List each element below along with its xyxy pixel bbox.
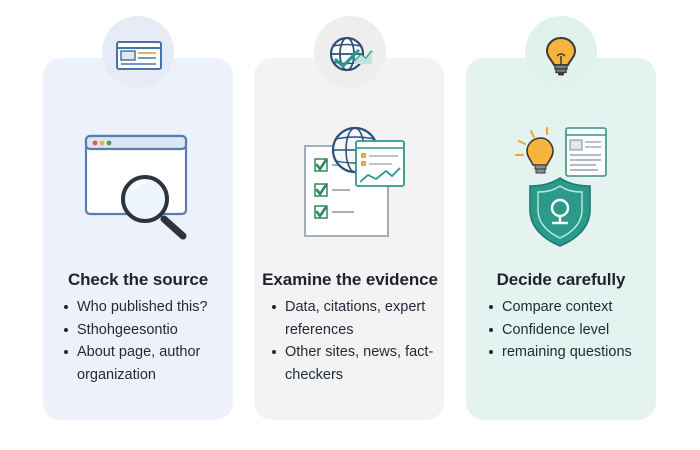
lightbulb-icon [525,16,597,88]
list-item: Other sites, news, fact-checkers [270,341,440,386]
list-item: Confidence level [487,319,652,342]
step-card-check-source [43,58,233,420]
list-item: Who published this? [62,296,232,319]
list-item: Data, citations, expert references [270,296,440,341]
step-title-check-source: Check the source [67,270,209,289]
examine-evidence-bullet-list: Data, citations, expert references Other… [270,296,440,386]
step-title-examine-evidence: Examine the evidence [262,270,438,289]
step-title-decide-carefully: Decide carefully [496,270,626,289]
list-item: About page, author organization [62,341,232,386]
list-item: Compare context [487,296,652,319]
browser-window-icon [102,16,174,88]
list-item: Sthohgeesontio [62,319,232,342]
step-card-examine-evidence [254,58,444,420]
decide-carefully-bullet-list: Compare context Confidence level remaini… [487,296,652,364]
list-item: remaining questions [487,341,652,364]
check-source-bullet-list: Who published this? Sthohgeesontio About… [62,296,232,386]
globe-check-icon [314,16,386,88]
